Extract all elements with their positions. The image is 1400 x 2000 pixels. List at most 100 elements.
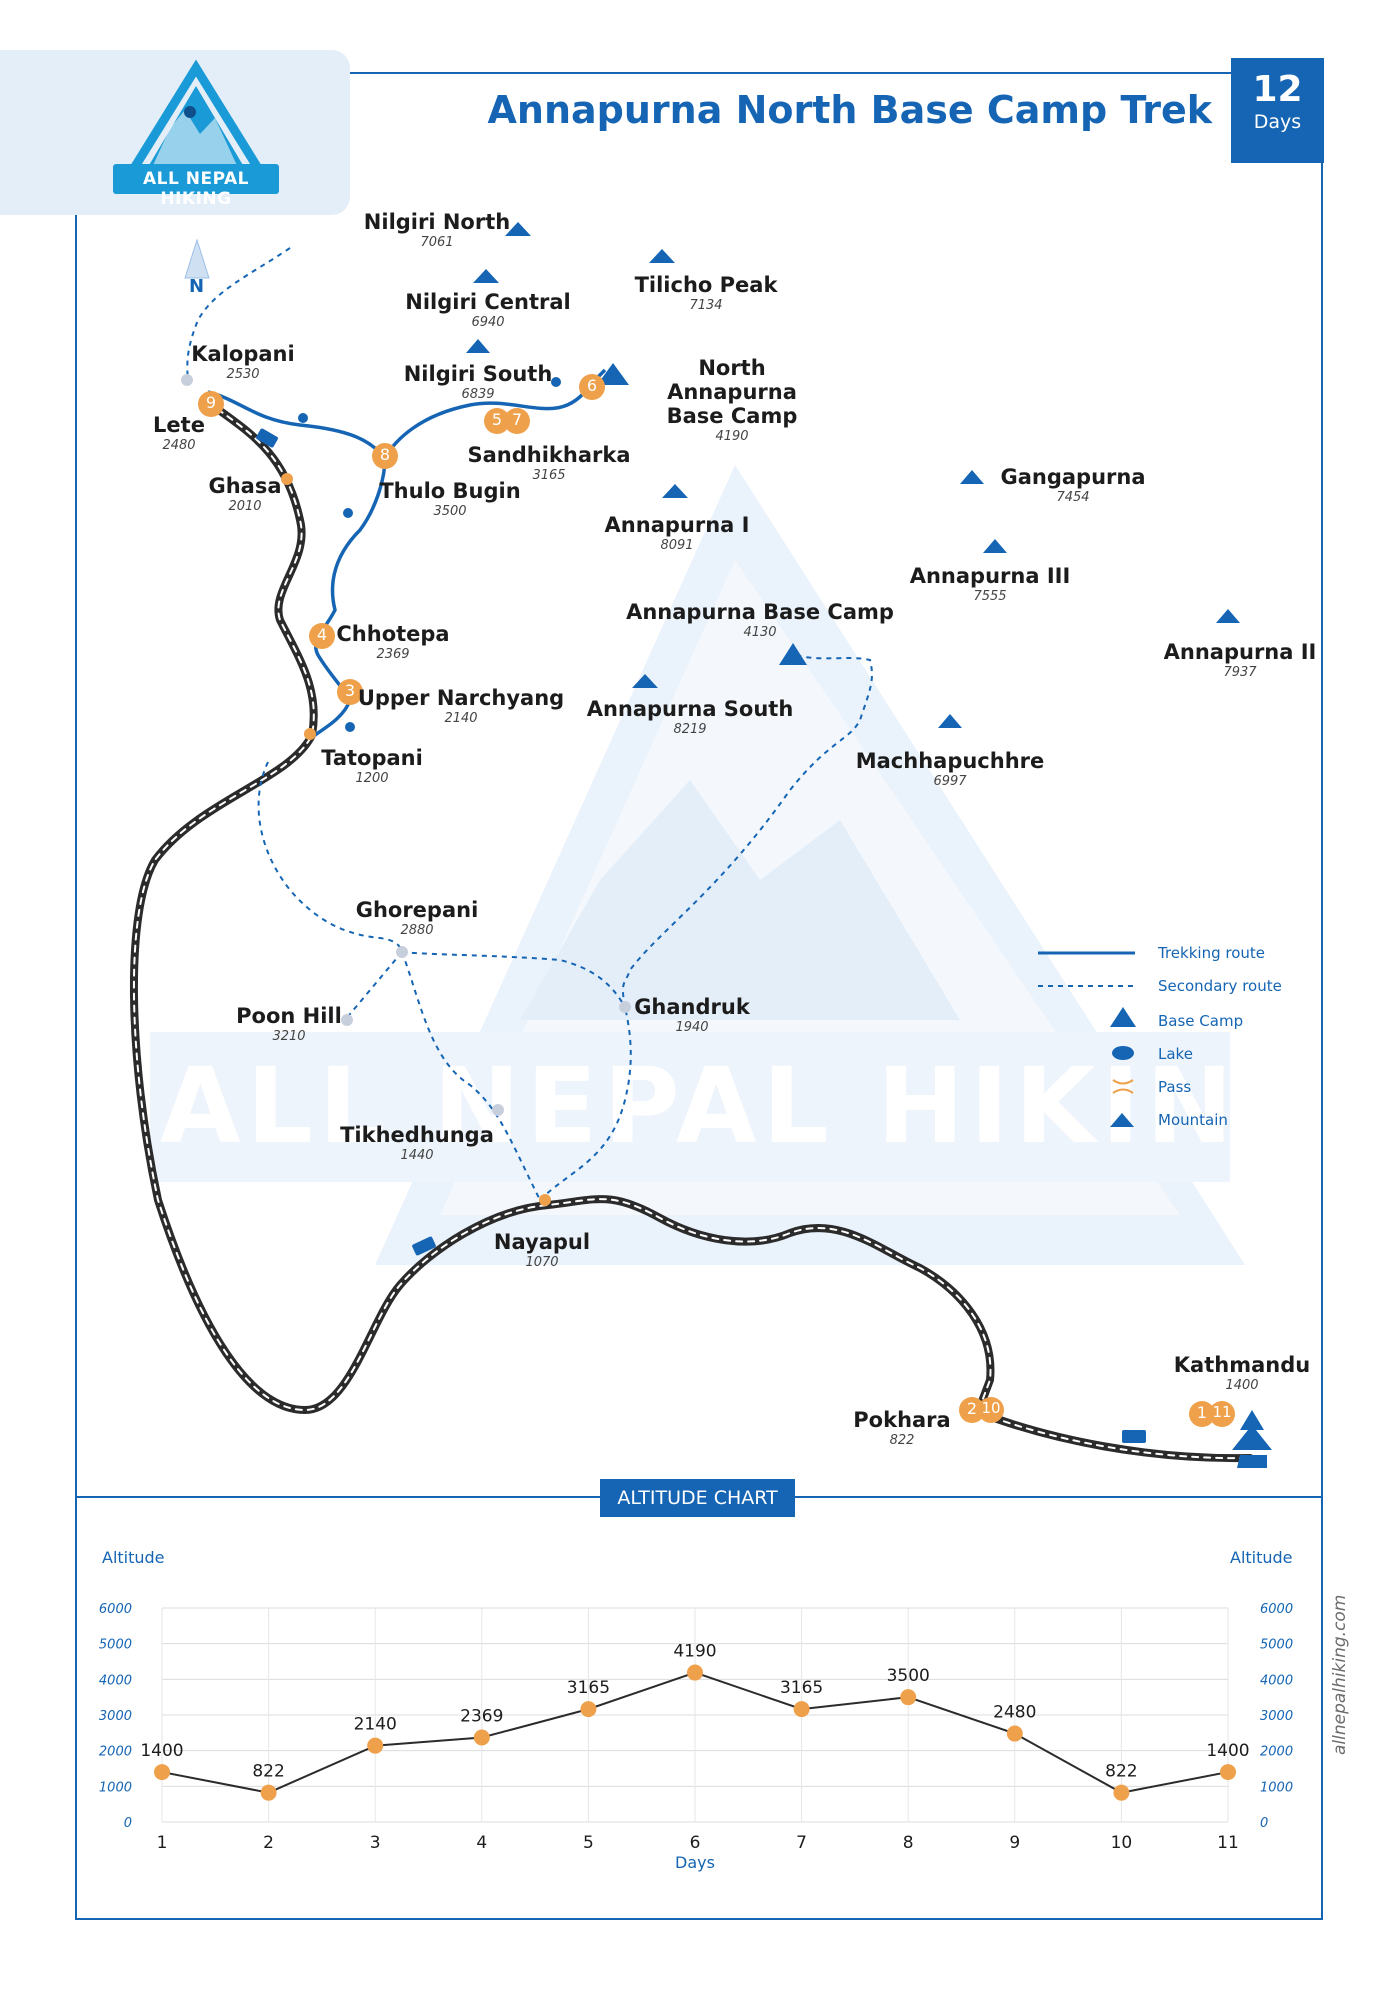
x-tick-label: 7 [796, 1833, 807, 1853]
mountain-icon [1110, 1113, 1134, 1127]
mountain-icon [983, 539, 1007, 553]
data-point [1220, 1764, 1236, 1781]
duration-number: 12 [1252, 69, 1303, 110]
x-axis-title: Days [675, 1853, 715, 1872]
data-label: 1400 [140, 1741, 183, 1761]
data-label: 1400 [1206, 1741, 1249, 1761]
route-map [129, 222, 1272, 1468]
duration-badge: 12 Days [1231, 58, 1324, 163]
data-point [687, 1664, 703, 1681]
bus-icon [412, 1236, 436, 1256]
stop-day-7: 7 [511, 410, 523, 429]
bus-icon [1122, 1430, 1146, 1443]
logo-icon [113, 59, 279, 194]
base-camp-icon [779, 643, 807, 665]
data-label: 822 [252, 1762, 284, 1782]
duration-label: Days [1253, 111, 1302, 133]
x-tick-label: 2 [263, 1833, 274, 1853]
map-frame [75, 72, 1323, 1920]
data-point [473, 1729, 490, 1746]
data-point [793, 1701, 810, 1718]
legend-pass: Pass [1158, 1078, 1192, 1096]
mountain-icon [662, 484, 688, 498]
temple-icon [1232, 1410, 1272, 1468]
data-point [1113, 1784, 1130, 1801]
y-tick-label-left: 5000 [99, 1638, 132, 1653]
data-label: 3500 [887, 1666, 930, 1686]
x-tick-label: 9 [1009, 1833, 1020, 1853]
y-tick-label-left: 1000 [99, 1780, 132, 1795]
watermark-text: ALL NEPAL HIKING [160, 1045, 1331, 1167]
stop-day-4: 4 [316, 625, 328, 644]
data-label: 822 [1105, 1762, 1137, 1782]
y-tick-label-left: 4000 [99, 1673, 132, 1688]
y-tick-label-right: 1000 [1260, 1780, 1293, 1795]
x-tick-label: 8 [903, 1833, 914, 1853]
stop-markers [198, 374, 1235, 1427]
data-point [260, 1784, 277, 1801]
stop-day-6: 6 [586, 376, 598, 395]
data-label: 2140 [354, 1715, 397, 1735]
data-point [1006, 1725, 1023, 1742]
mountain-icon [649, 249, 675, 263]
y-tick-label-left: 3000 [99, 1709, 132, 1724]
y-tick-label-left: 2000 [99, 1745, 132, 1760]
hiker-icon [343, 508, 353, 518]
mountain-icon [938, 714, 962, 728]
data-point [580, 1701, 597, 1718]
y-axis-title-right: Altitude [1230, 1548, 1293, 1567]
y-tick-label-right: 4000 [1260, 1673, 1293, 1688]
x-tick-label: 11 [1217, 1833, 1239, 1853]
north-arrow-icon [184, 238, 210, 279]
legend-secondary-route: Secondary route [1158, 977, 1282, 995]
stop-day-10: 10 [981, 1399, 1001, 1417]
y-tick-label-right: 5000 [1260, 1638, 1293, 1653]
mountain-icon [632, 674, 658, 688]
bus-icon [256, 428, 278, 448]
stop-day-3: 3 [344, 681, 356, 700]
base-camp-icon [1110, 1007, 1136, 1027]
y-tick-label-right: 0 [1260, 1816, 1268, 1831]
y-tick-label-right: 3000 [1260, 1709, 1293, 1724]
data-point [367, 1737, 384, 1754]
hiker-icon [345, 722, 355, 732]
y-axis-title-left: Altitude [102, 1548, 165, 1567]
data-label: 4190 [673, 1642, 716, 1662]
x-tick-label: 1 [157, 1833, 168, 1853]
logo-text: ALL NEPAL HIKING [143, 169, 249, 209]
hiker-icon [551, 377, 561, 387]
stop-day-11: 11 [1212, 1403, 1232, 1421]
x-tick-label: 5 [583, 1833, 594, 1853]
y-tick-label-right: 6000 [1260, 1602, 1293, 1617]
base-camp-icon [597, 363, 629, 385]
compass-label: N [189, 276, 205, 297]
website-url: allnepalhiking.com [1330, 1594, 1350, 1755]
data-label: 2480 [993, 1703, 1036, 1723]
legend-base-camp: Base Camp [1158, 1012, 1244, 1030]
pass-icon [1112, 1079, 1134, 1094]
y-tick-label-right: 2000 [1260, 1745, 1293, 1760]
stop-day-8: 8 [379, 445, 391, 464]
mountain-icon [473, 269, 499, 283]
